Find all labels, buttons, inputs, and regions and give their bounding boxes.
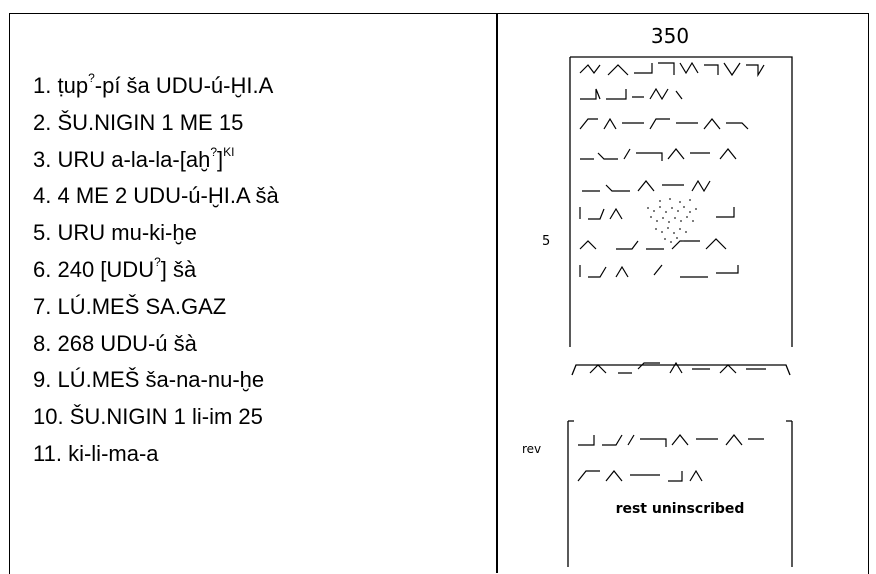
transliteration-lines: 1. ṭup?-pí ša UDU-ú-ḪI.A 2. ŠU.NIGIN 1 M… (33, 68, 488, 473)
obverse-signs (579, 61, 765, 278)
line-7: 7. LÚ.MEŠ SA.GAZ (33, 293, 227, 319)
line-1: 1. ṭup?-pí ša UDU-ú-ḪI.A (33, 71, 274, 98)
line-3: 3. URU a-la-la-[aḫ?]KI (33, 144, 235, 172)
damaged-area (647, 198, 697, 243)
tablet-number: 350 (651, 24, 689, 48)
reverse-frame (567, 420, 793, 567)
line-8: 8. 268 UDU-ú šà (33, 330, 197, 356)
line-2: 2. ŠU.NIGIN 1 ME 15 (33, 109, 244, 135)
top-text-fragment (0, 0, 876, 14)
line-5: 5. URU mu-ki-ḫe (33, 220, 197, 246)
rest-uninscribed-note: rest uninscribed (616, 501, 745, 517)
edge-signs (589, 361, 766, 374)
line-10: 10. ŠU.NIGIN 1 li-im 25 (33, 404, 263, 430)
line-11: 11. ki-li-ma-a (33, 440, 159, 466)
line-9: 9. LÚ.MEŠ ša-na-nu-ḫe (33, 367, 265, 393)
edge-line (571, 364, 791, 376)
obverse-frame (569, 56, 793, 347)
line-6: 6. 240 [UDU?] šà (33, 254, 197, 282)
reverse-label: rev (522, 442, 541, 456)
column-divider (496, 13, 498, 573)
transliteration-table (9, 13, 869, 574)
reverse-signs (577, 434, 764, 482)
cuneiform-tablet-drawing: 350 5 rev (520, 13, 820, 567)
line-4: 4. 4 ME 2 UDU-ú-ḪI.A šà (33, 183, 279, 209)
line-marker: 5 (542, 234, 550, 249)
